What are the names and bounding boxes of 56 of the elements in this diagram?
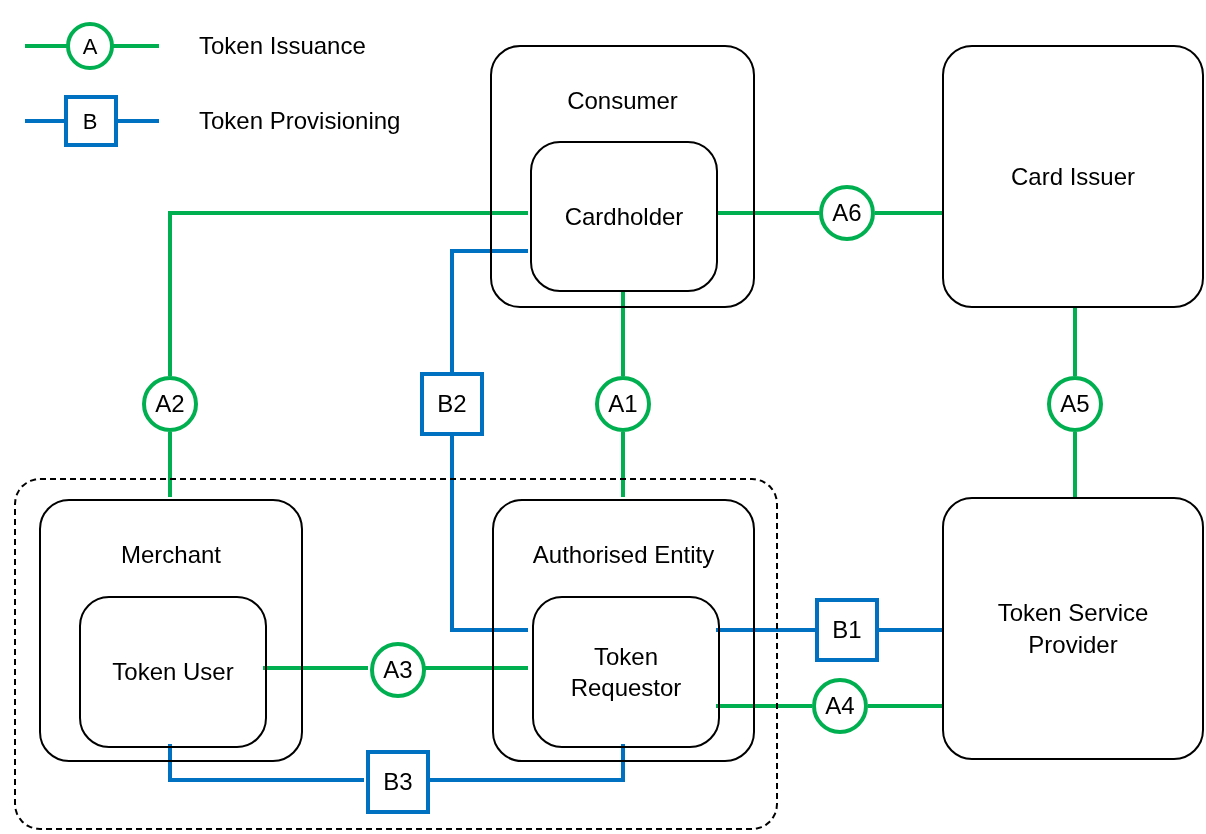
rounded-box bbox=[79, 596, 267, 748]
legend-sample: B bbox=[25, 95, 159, 147]
square-marker bbox=[420, 372, 484, 436]
circle-marker bbox=[595, 376, 651, 432]
marker-label: B2 bbox=[437, 389, 467, 420]
connector-line bbox=[716, 704, 812, 708]
square-marker bbox=[366, 750, 430, 814]
square-marker bbox=[815, 598, 879, 662]
marker-label: A2 bbox=[155, 389, 185, 420]
rounded-box bbox=[942, 497, 1204, 760]
group-box bbox=[492, 499, 755, 762]
connector-line bbox=[450, 249, 528, 372]
connector-line bbox=[868, 704, 942, 708]
marker-label: A1 bbox=[608, 389, 638, 420]
connector-line bbox=[1073, 308, 1077, 376]
connector-line bbox=[621, 432, 625, 497]
marker-label: A3 bbox=[383, 655, 413, 686]
marker-label: A6 bbox=[832, 198, 862, 229]
circle-marker bbox=[142, 376, 198, 432]
node-label: Card Issuer bbox=[1009, 161, 1136, 192]
connector-line bbox=[875, 211, 942, 215]
circle-marker bbox=[370, 642, 426, 698]
node-label: Cardholder bbox=[563, 201, 685, 232]
circle-marker bbox=[1047, 376, 1103, 432]
node-label: Token Requestor bbox=[569, 641, 683, 703]
marker-label: B1 bbox=[832, 615, 862, 646]
node-label: Token User bbox=[111, 657, 235, 688]
group-box bbox=[490, 45, 755, 308]
legend-text: Token Issuance bbox=[199, 32, 366, 60]
connector-line bbox=[168, 432, 172, 497]
node-label: Token Service Provider bbox=[996, 598, 1150, 660]
connector-line bbox=[1073, 432, 1077, 497]
connector-line bbox=[263, 666, 368, 670]
marker-label: A4 bbox=[825, 691, 855, 722]
group-title: Merchant bbox=[120, 540, 221, 570]
circle-marker bbox=[812, 678, 868, 734]
connector-line bbox=[621, 290, 625, 376]
marker-label: B3 bbox=[383, 767, 413, 798]
connector-line bbox=[450, 436, 528, 632]
connector-line bbox=[424, 666, 528, 670]
rounded-box bbox=[530, 141, 718, 292]
group-box bbox=[39, 499, 303, 762]
rounded-box bbox=[532, 596, 720, 748]
connector-line bbox=[716, 211, 819, 215]
circle-marker bbox=[819, 185, 875, 241]
marker-label: A5 bbox=[1060, 389, 1090, 420]
group-title: Consumer bbox=[567, 86, 678, 116]
legend-sample: A bbox=[25, 20, 159, 72]
rounded-box bbox=[942, 45, 1204, 308]
dashed-boundary bbox=[14, 478, 778, 830]
connector-line bbox=[879, 628, 942, 632]
group-title: Authorised Entity bbox=[532, 540, 715, 570]
connector-line bbox=[168, 211, 528, 376]
legend-text: Token Provisioning bbox=[199, 107, 401, 135]
connector-line bbox=[168, 744, 364, 782]
connector-line bbox=[716, 628, 815, 632]
